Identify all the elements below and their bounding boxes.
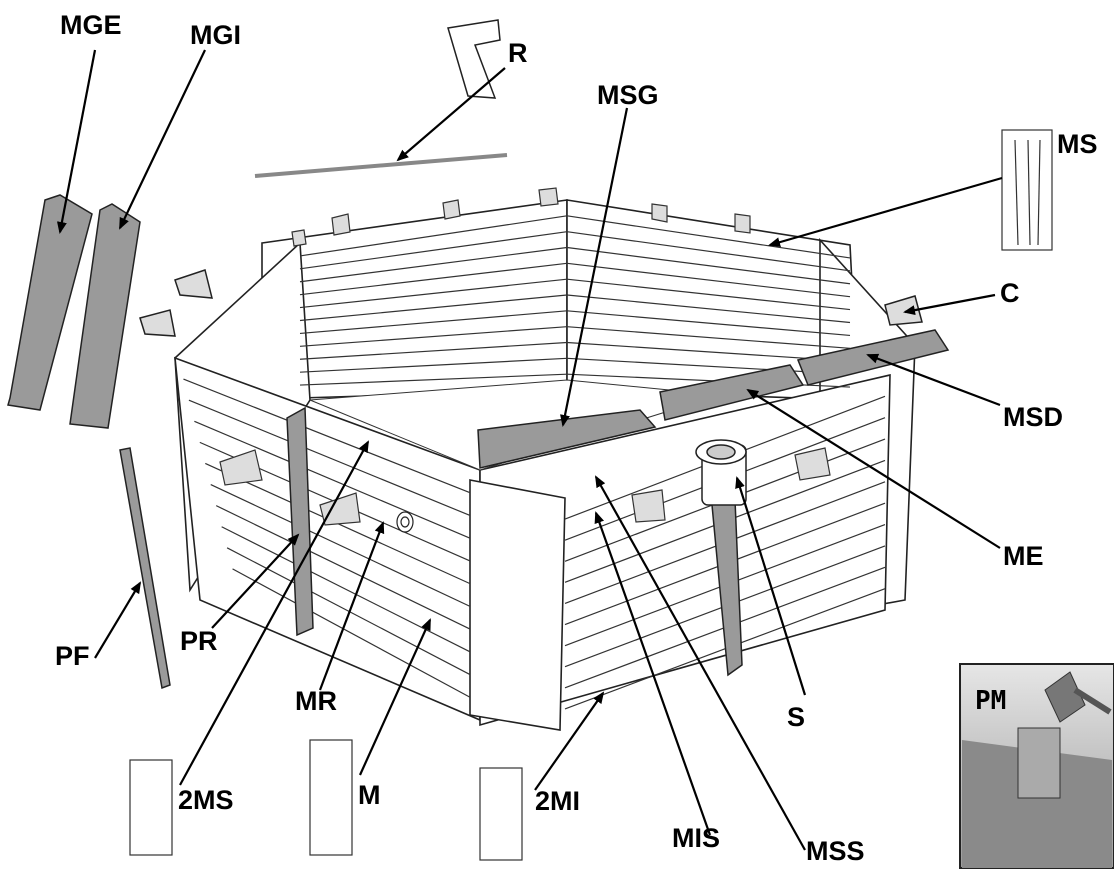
- seat-board-me: [659, 364, 805, 421]
- label-mss: MSS: [806, 836, 865, 866]
- corner-post-front: [469, 479, 566, 731]
- board-line: [566, 231, 851, 272]
- board-line: [566, 341, 851, 362]
- board-line: [210, 484, 471, 607]
- part-mge: [7, 194, 93, 411]
- label-mge: MGE: [60, 10, 122, 40]
- seat-board-msg: [477, 409, 657, 469]
- inset-panel: [959, 663, 1114, 869]
- label-me: ME: [1003, 541, 1044, 571]
- board-line: [566, 326, 851, 349]
- callout-arrows: [56, 49, 1003, 851]
- label-ms: MS: [1057, 129, 1098, 159]
- part-pf: [119, 447, 171, 690]
- mallet-icon: [1044, 671, 1086, 723]
- label-2mi: 2MI: [535, 786, 581, 816]
- board-line: [299, 278, 568, 309]
- board-line: [188, 399, 471, 517]
- skimmer: [695, 439, 747, 677]
- return-nozzle: [396, 511, 414, 533]
- label-mgi: MGI: [190, 20, 241, 50]
- profiles-bottom: [129, 739, 523, 861]
- part-rail: [254, 153, 508, 178]
- reinforcement-post: [286, 406, 314, 637]
- board-line: [299, 310, 568, 335]
- label-mr: MR: [295, 686, 337, 716]
- bracket-left-1: [174, 269, 213, 299]
- board-line: [299, 373, 568, 386]
- profile-2ms: [129, 759, 173, 856]
- label-s: S: [787, 702, 806, 732]
- label-r: R: [508, 38, 528, 68]
- top-brackets: [291, 187, 751, 247]
- board-line: [299, 341, 568, 360]
- board-line: [299, 262, 568, 296]
- bracket-left-2: [139, 309, 176, 337]
- board-line: [215, 505, 471, 630]
- board-line: [299, 326, 568, 347]
- board-line: [566, 294, 851, 324]
- label-2ms: 2MS: [178, 785, 234, 815]
- part-r-clip: [447, 19, 501, 99]
- label-msg: MSG: [597, 80, 659, 110]
- label-m: M: [358, 780, 381, 810]
- board-line: [566, 246, 851, 285]
- board-line: [566, 278, 851, 311]
- board-line: [299, 231, 568, 270]
- label-msd: MSD: [1003, 402, 1063, 432]
- board-line: [566, 262, 851, 298]
- label-c: C: [1000, 278, 1020, 308]
- board-line: [299, 357, 568, 373]
- profile-ms: [1001, 129, 1053, 251]
- board-line: [566, 215, 851, 259]
- board-line: [183, 378, 471, 494]
- label-pr: PR: [180, 626, 218, 656]
- label-mis: MIS: [672, 823, 721, 853]
- board-line: [232, 568, 471, 698]
- board-line: [299, 246, 568, 283]
- pool-walls: [174, 199, 916, 731]
- board-line: [194, 420, 471, 539]
- label-pf: PF: [55, 641, 90, 671]
- wall-corner-brackets: [219, 447, 831, 526]
- board-line: [299, 294, 568, 322]
- board-line: [299, 215, 568, 257]
- board-line: [566, 310, 851, 337]
- profile-m: [309, 739, 353, 856]
- part-mgi: [69, 203, 141, 429]
- loose-parts: [7, 19, 923, 690]
- profile-2mi: [479, 767, 523, 861]
- label-pm: PM: [975, 686, 1007, 716]
- seat-boards: [477, 329, 950, 469]
